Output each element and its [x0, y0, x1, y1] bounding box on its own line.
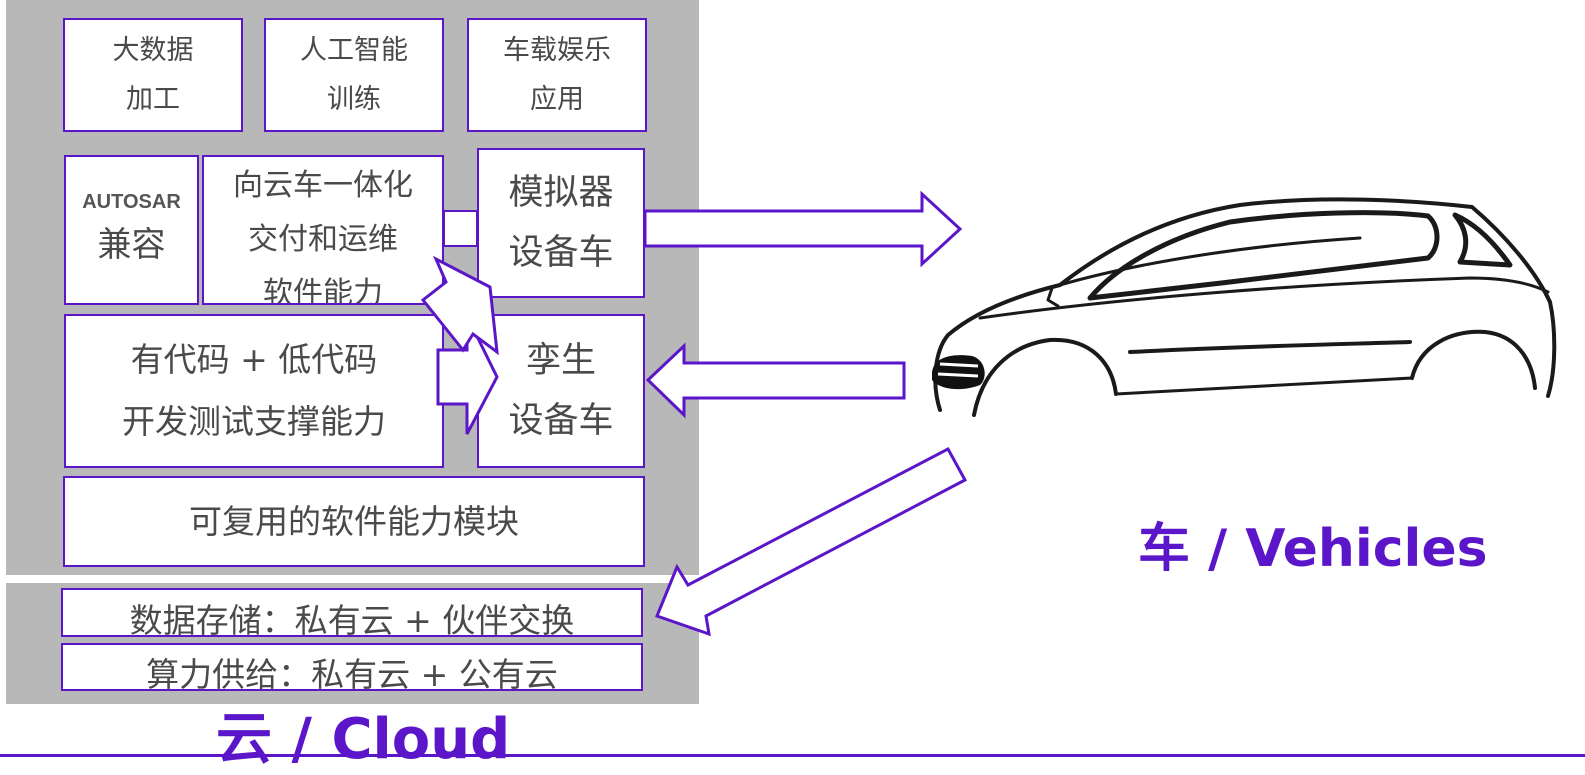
box-line: 车载娱乐 — [503, 35, 611, 66]
box-line: 训练 — [327, 84, 381, 115]
infotainment-box: 车载娱乐 应用 — [467, 18, 647, 132]
vehicles-title: 车 / Vehicles — [1138, 519, 1488, 579]
compute-supply-box: 算力供给：私有云 + 公有云 — [61, 643, 643, 691]
twin-to-integration-arrow — [420, 255, 499, 356]
box-line: 应用 — [530, 84, 584, 115]
box-line: 交付和运维 — [248, 222, 398, 257]
box-line: 模拟器 — [508, 173, 614, 213]
box-line: 向云车一体化 — [233, 168, 413, 203]
autosar-box: AUTOSAR 兼容 — [64, 155, 199, 305]
headlight-shape — [932, 355, 985, 390]
box-line: 加工 — [126, 84, 180, 115]
vehicle-to-twin-arrow — [645, 342, 906, 419]
box-line: 设备车 — [508, 233, 614, 273]
bottom-divider — [0, 754, 1585, 757]
box-line: 软件能力 — [263, 276, 383, 305]
reusable-modules-box: 可复用的软件能力模块 — [63, 476, 645, 567]
connector-arrow — [443, 210, 478, 247]
code-lowcode-box: 有代码 + 低代码 开发测试支撑能力 — [64, 314, 444, 468]
box-line: 可复用的软件能力模块 — [189, 501, 519, 541]
data-storage-box: 数据存储：私有云 + 伙伴交换 — [61, 588, 643, 637]
simulator-box: 模拟器 设备车 — [477, 148, 645, 298]
box-line: 人工智能 — [300, 35, 408, 66]
box-line: 孪生 — [525, 341, 596, 381]
box-line: 大数据 — [112, 35, 194, 66]
box-line: 数据存储：私有云 + 伙伴交换 — [129, 601, 575, 637]
box-line: 算力供给：私有云 + 公有云 — [146, 655, 558, 691]
vehicle-to-cloud-arrow — [655, 446, 968, 637]
cloud-vehicle-integration-box: 向云车一体化 交付和运维 软件能力 — [202, 155, 444, 305]
cloud-title: 云 / Cloud — [216, 707, 511, 772]
box-line: 开发测试支撑能力 — [122, 402, 386, 441]
big-data-box: 大数据 加工 — [63, 18, 243, 132]
compatible-label: 兼容 — [97, 225, 166, 265]
simulator-to-vehicle-arrow — [643, 190, 963, 268]
car-illustration — [933, 197, 1557, 417]
box-line: 设备车 — [508, 401, 614, 441]
headlight-stripe — [939, 362, 979, 368]
box-line: 有代码 + 低代码 — [130, 340, 378, 379]
headlight-stripe — [937, 372, 979, 378]
ai-training-box: 人工智能 训练 — [264, 18, 444, 132]
diagram-overlay — [420, 190, 1557, 637]
autosar-label: AUTOSAR — [82, 191, 181, 213]
